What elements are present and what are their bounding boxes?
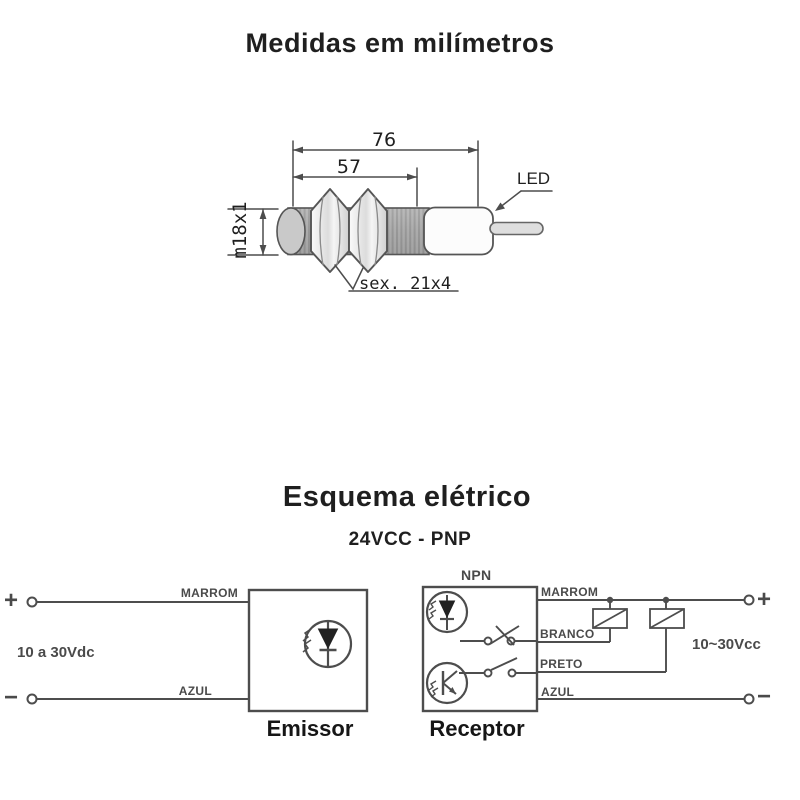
switch-crossed-icon [460,625,537,646]
sensor-face [276,207,306,256]
switch-open-icon [459,657,537,678]
emitter-caption: Emissor [266,716,354,741]
receiver-plus-terminal [743,594,755,606]
receiver-minus-label: − [757,683,772,710]
sensor-rear-housing [423,206,494,256]
receiver-minus-terminal [743,693,755,705]
dim-57-label: 57 [336,156,362,178]
phototransistor-icon [425,661,469,705]
photodiode-icon [425,590,469,634]
hex-nut-front [310,188,350,273]
receiver-circuit [421,585,755,713]
led-leader-line [495,190,553,211]
receiver-blue-label: AZUL [541,685,575,699]
emitter-blue-label: AZUL [178,684,212,698]
led-diode-icon [302,619,353,669]
emitter-plus-label: + [4,587,19,614]
receiver-box [421,585,539,713]
schematic-title: Esquema elétrico [282,481,532,513]
emitter-brown-label: MARROM [180,586,238,600]
receiver-type-label: NPN [461,567,492,583]
load-symbol-1 [592,596,628,642]
emitter-plus-terminal [26,596,38,608]
dim-76-label: 76 [371,129,397,151]
sensor-cable [489,221,544,236]
receiver-plus-label: + [757,586,772,613]
receiver-caption: Receptor [429,716,525,741]
schematic-subtitle: 24VCC - PNP [348,529,472,550]
dimension-m18x1 [227,208,279,256]
emitter-voltage-label: 10 a 30Vdc [17,644,95,661]
thread-spec-label: m18x1 [229,201,251,259]
dimension-76 [292,140,479,207]
led-label: LED [517,169,551,188]
sensor-drawing [227,140,553,292]
emitter-box [247,588,369,713]
hex-nut-rear [348,188,388,273]
emitter-circuit [26,588,369,713]
dimension-57 [292,167,418,207]
receiver-brown-label: MARROM [541,585,599,599]
load-symbol-2 [649,596,685,672]
hex-leader-line [334,264,459,292]
hex-size-label: sex. 21x4 [359,274,452,294]
measures-title: Medidas em milímetros [245,28,555,58]
receiver-voltage-label: 10~30Vcc [692,636,761,653]
emitter-minus-terminal [26,693,38,705]
emitter-minus-label: − [4,684,19,711]
receiver-black-label: PRETO [540,657,583,671]
receiver-white-label: BRANCO [540,627,595,641]
